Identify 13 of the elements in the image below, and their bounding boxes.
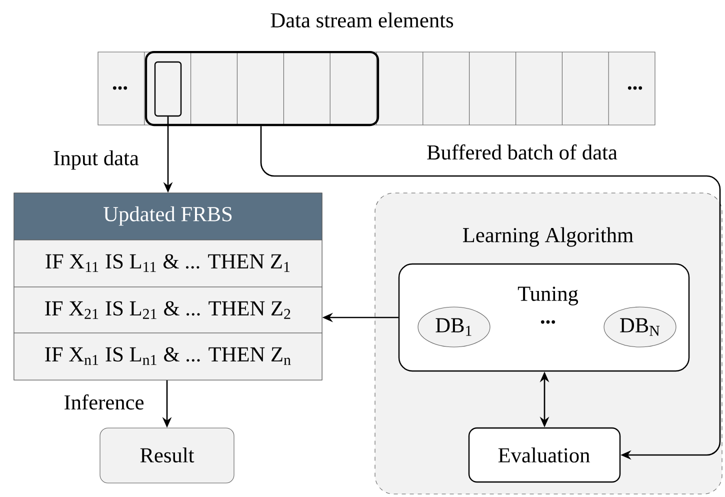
edge-label: Input data	[52, 149, 140, 172]
rule-row: IF X$_{11}$ IS L$_{11}$ & ... THEN Z$_{1}$	[14, 240, 322, 288]
result-box: Result	[100, 428, 234, 484]
arrow	[260, 126, 721, 460]
edge-label: Buffered batch of data	[425, 143, 619, 161]
rule-row: IF X$_{n1}$ IS L$_{n1}$ & ... THEN Z$_{n}$	[14, 332, 322, 380]
rule-row: IF X$_{21}$ IS L$_{21}$ & ... THEN Z$_{2}$	[14, 286, 322, 334]
data-stream-strip: ... ...	[98, 52, 656, 126]
batch-box	[144, 50, 380, 126]
edge-label: Inference	[62, 393, 146, 411]
input-element-box	[154, 61, 182, 117]
evaluation-box: Evaluation	[468, 427, 621, 483]
heading: Data stream elements	[270, 12, 454, 28]
